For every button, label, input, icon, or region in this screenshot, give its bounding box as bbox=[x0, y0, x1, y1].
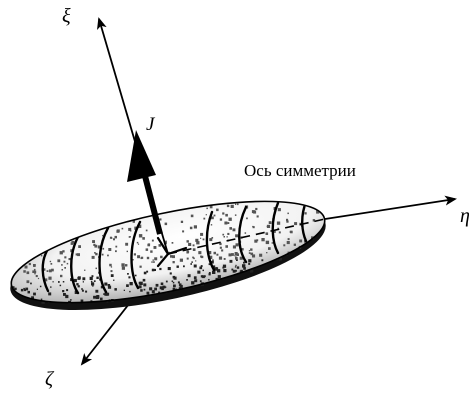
xi-label: ξ bbox=[62, 5, 71, 27]
body-outline bbox=[10, 200, 326, 304]
eta-label: η bbox=[460, 205, 469, 227]
angular-momentum-label: J bbox=[146, 114, 156, 135]
symmetry-axis-caption: Ось симметрии bbox=[244, 161, 356, 180]
ellipsoid-body bbox=[10, 200, 326, 310]
eta-axis-inner-dashed bbox=[167, 218, 326, 255]
angular-momentum-vector bbox=[127, 130, 163, 235]
origin-junction bbox=[156, 236, 188, 268]
zeta-label: ζ bbox=[45, 368, 55, 390]
eta-axis-line bbox=[324, 195, 457, 220]
